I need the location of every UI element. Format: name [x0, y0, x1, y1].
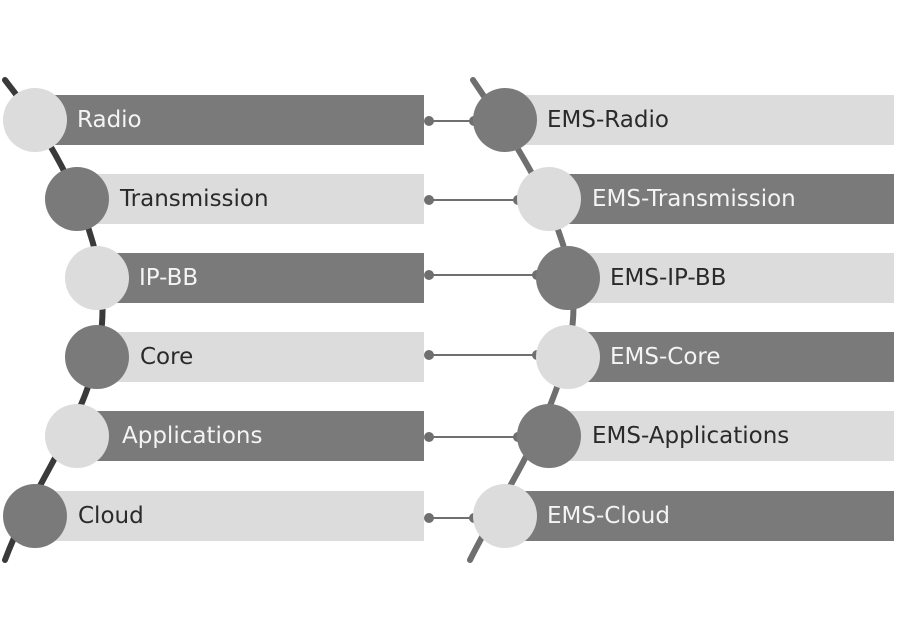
connector-transmission [424, 195, 523, 205]
right-layer-bar-ems-cloud: EMS-Cloud [505, 491, 894, 541]
right-layer-bar-ems-transmission: EMS-Transmission [549, 174, 894, 224]
right-layer-bar-ems-radio: EMS-Radio [505, 95, 894, 145]
left-node-radio [3, 88, 67, 152]
right-layer-bar-ems-applications: EMS-Applications [549, 411, 894, 461]
connector-end-dot [424, 116, 434, 126]
right-layer-bar-ems-core: EMS-Core [568, 332, 894, 382]
right-node-ems-core [536, 325, 600, 389]
connector-core [424, 350, 542, 360]
left-layer-label: Radio [77, 107, 142, 133]
left-layer-bar-applications: Applications [77, 411, 424, 461]
right-layer-label: EMS-Applications [592, 423, 790, 449]
left-layer-bar-core: Core [97, 332, 424, 382]
right-node-ems-cloud [473, 484, 537, 548]
left-layer-bar-ip-bb: IP-BB [97, 253, 424, 303]
right-node-ems-ip-bb [536, 246, 600, 310]
left-node-cloud [3, 484, 67, 548]
right-layer-label: EMS-Radio [547, 107, 669, 133]
left-node-transmission [45, 167, 109, 231]
right-layer-bar-ems-ip-bb: EMS-IP-BB [568, 253, 894, 303]
right-layer-label: EMS-Core [610, 344, 721, 370]
left-layer-bar-radio: Radio [35, 95, 424, 145]
right-node-ems-transmission [517, 167, 581, 231]
left-layer-label: IP-BB [139, 265, 199, 291]
left-layer-label: Core [140, 344, 194, 370]
left-layer-label: Transmission [120, 186, 269, 212]
connector-ip-bb [424, 270, 542, 280]
connector-cloud [424, 513, 479, 523]
connector-end-dot [424, 350, 434, 360]
left-node-core [65, 325, 129, 389]
left-layer-label: Applications [122, 423, 263, 449]
connector-end-dot [424, 513, 434, 523]
right-layer-label: EMS-Transmission [592, 186, 796, 212]
right-node-ems-applications [517, 404, 581, 468]
connector-applications [424, 432, 523, 442]
right-layer-label: EMS-Cloud [547, 503, 670, 529]
connector-radio [424, 116, 479, 126]
connector-end-dot [424, 432, 434, 442]
connector-end-dot [424, 195, 434, 205]
connector-end-dot [424, 270, 434, 280]
left-layer-bar-cloud: Cloud [35, 491, 424, 541]
left-layer-bar-transmission: Transmission [77, 174, 424, 224]
right-layer-label: EMS-IP-BB [610, 265, 727, 291]
left-node-ip-bb [65, 246, 129, 310]
right-node-ems-radio [473, 88, 537, 152]
left-layer-label: Cloud [78, 503, 144, 529]
left-node-applications [45, 404, 109, 468]
